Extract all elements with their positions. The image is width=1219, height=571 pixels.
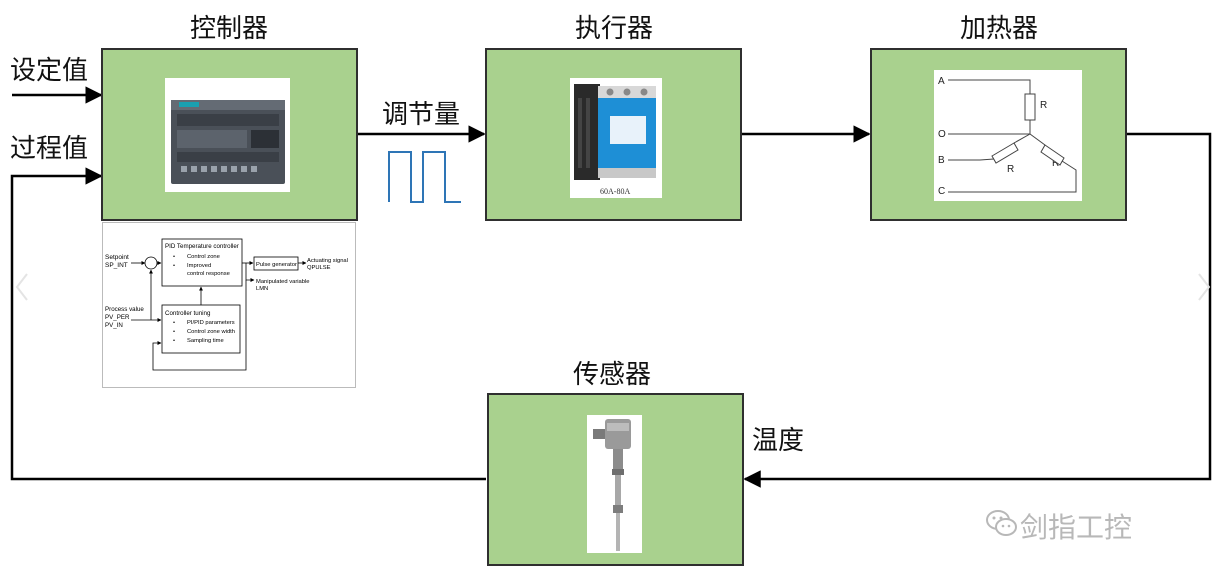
- chevron-left-icon[interactable]: [14, 272, 30, 302]
- pid-structure-diagram: Setpoint SP_INT PID Temperature controll…: [102, 222, 356, 388]
- tuning-item-zone-width: Control zone width: [187, 329, 235, 335]
- pid-item-control-zone: Control zone: [187, 254, 220, 260]
- heater-wiring-diagram: A O B C R R R: [934, 70, 1082, 201]
- manipulated-variable-text: Manipulated variable: [256, 279, 310, 285]
- actuating-signal-text: Actuating signal: [307, 258, 348, 264]
- actuator-block[interactable]: 60A-80A: [485, 48, 742, 221]
- chevron-right-icon[interactable]: [1196, 272, 1212, 302]
- sensor-block[interactable]: [487, 393, 744, 566]
- terminal-b-label: B: [938, 155, 945, 166]
- heater-title: 加热器: [960, 14, 1039, 44]
- pid-item-control-response: control response: [187, 271, 230, 277]
- temperature-label: 温度: [752, 426, 805, 456]
- tuning-item-pid-params: PI/PID parameters: [187, 320, 235, 326]
- svg-text:•: •: [173, 320, 175, 326]
- pv-per-text: PV_PER: [105, 314, 130, 321]
- pid-item-improved: Improved: [187, 263, 211, 269]
- resistor-c-label: R: [1052, 158, 1059, 169]
- sensor-title: 传感器: [573, 360, 652, 390]
- pulse-generator-box: [253, 256, 299, 271]
- watermark-text: 剑指工控: [1020, 511, 1133, 544]
- tuning-title-text: Controller tuning: [165, 310, 211, 317]
- ssr-image: 60A-80A: [570, 78, 662, 198]
- controller-block[interactable]: [101, 48, 358, 221]
- resistor-a-label: R: [1040, 100, 1047, 111]
- process-value-text: Process value: [105, 306, 144, 313]
- terminal-a-label: A: [938, 76, 945, 87]
- lmn-text: LMN: [256, 286, 268, 292]
- pid-controller-box: [161, 238, 243, 287]
- pid-setpoint-text: Setpoint: [105, 254, 129, 261]
- terminal-c-label: C: [938, 186, 945, 197]
- tuning-item-sampling-time: Sampling time: [187, 338, 224, 344]
- feedback-arrow: [10, 167, 486, 481]
- temperature-sensor-image: [587, 415, 642, 553]
- pv-in-text: PV_IN: [105, 322, 123, 329]
- controller-title: 控制器: [190, 14, 269, 44]
- process-value-label: 过程值: [10, 134, 89, 164]
- qpulse-text: QPULSE: [307, 265, 331, 271]
- plc-image: [165, 78, 290, 192]
- actuator-caption: 60A-80A: [600, 187, 630, 196]
- pulse-waveform: [388, 151, 461, 203]
- pulse-generator-text: Pulse generator: [256, 262, 297, 268]
- actuator-title: 执行器: [575, 14, 654, 44]
- wechat-icon: [986, 510, 1017, 536]
- setpoint-label: 设定值: [10, 56, 89, 86]
- pid-summing-junction: [144, 256, 158, 270]
- resistor-b-label: R: [1007, 164, 1014, 175]
- heater-to-sensor-arrow: [743, 132, 1212, 488]
- pid-sp-int-text: SP_INT: [105, 262, 128, 269]
- manipulated-variable-label: 调节量: [382, 100, 461, 130]
- controller-tuning-box: [161, 304, 241, 354]
- svg-text:•: •: [173, 338, 175, 344]
- terminal-o-label: O: [938, 129, 946, 140]
- svg-text:•: •: [173, 329, 175, 335]
- svg-text:•: •: [173, 254, 175, 260]
- svg-text:•: •: [173, 263, 175, 269]
- pid-title-text: PID Temperature controller: [165, 243, 239, 250]
- heater-block[interactable]: A O B C R R R: [870, 48, 1127, 221]
